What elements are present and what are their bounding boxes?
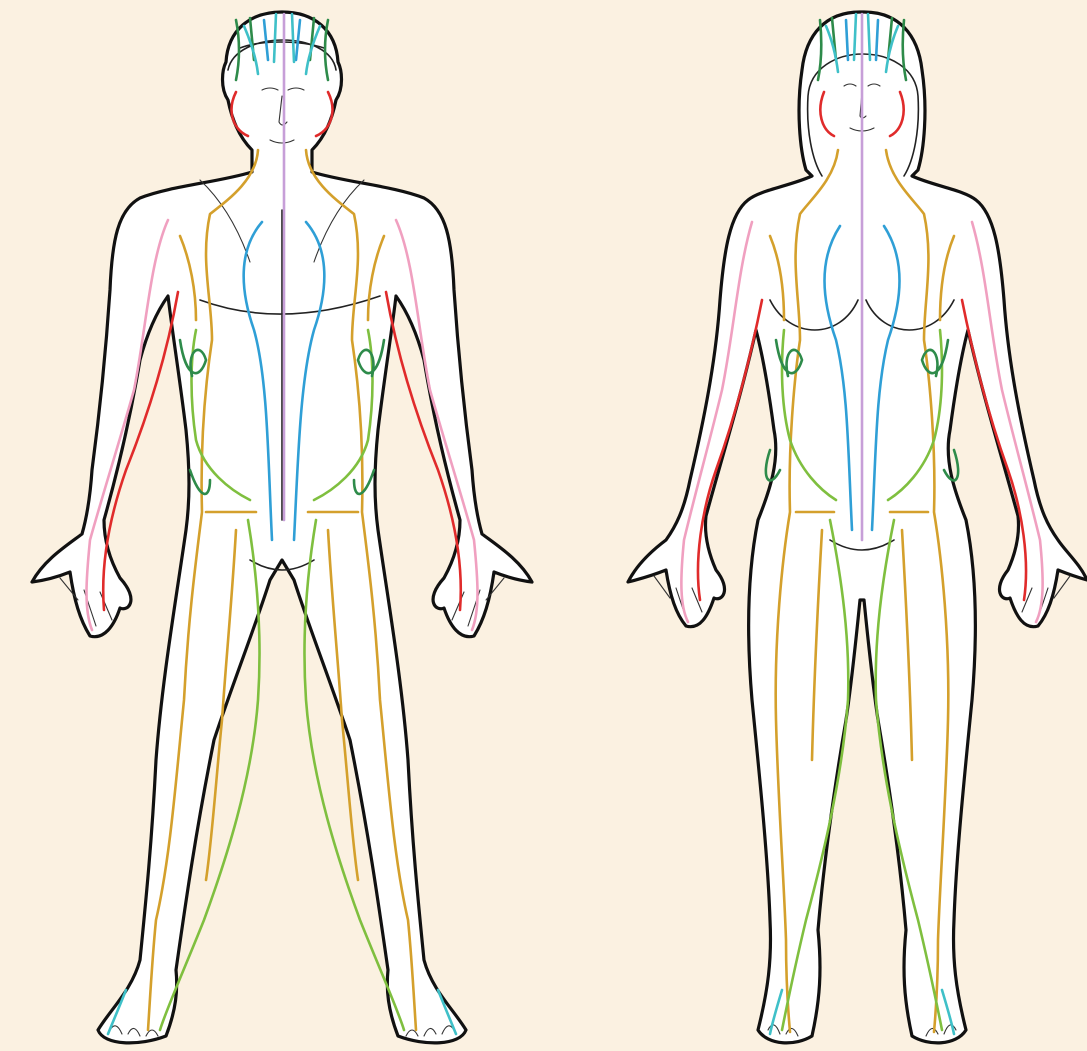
female-body-outline [628,12,1087,1043]
male-body-outline [32,12,532,1043]
female-body [628,12,1087,1043]
male-body [32,12,532,1043]
